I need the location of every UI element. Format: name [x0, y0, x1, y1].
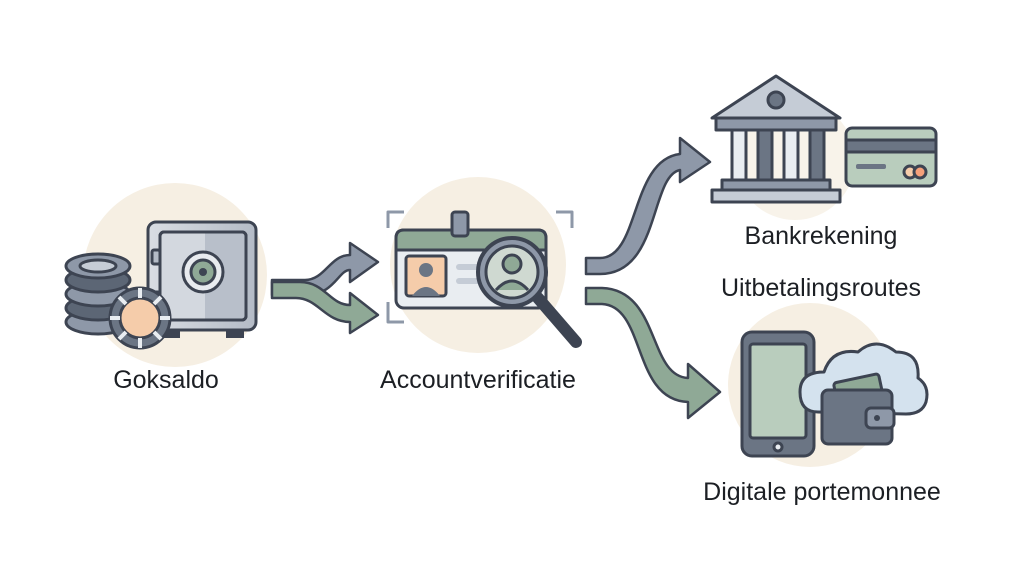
arrow-to-bank: [584, 136, 712, 276]
label-wallet: Digitale portemonnee: [703, 478, 941, 506]
branch-arrows: [584, 136, 722, 420]
label-routes: Uitbetalingsroutes: [721, 274, 921, 302]
label-bank: Bankrekening: [745, 222, 898, 250]
split-arrows: [270, 241, 380, 335]
label-verification: Accountverificatie: [380, 366, 576, 394]
phone-wallet-cloud-icon: [740, 330, 929, 458]
arrow-lower: [270, 280, 380, 335]
id-card-magnifier-icon: [386, 210, 582, 348]
safe-with-chips-icon: [64, 220, 258, 350]
bank-building-icon: [710, 74, 842, 204]
credit-card-icon: [844, 126, 938, 188]
arrow-to-wallet: [584, 286, 722, 420]
label-balance: Goksaldo: [113, 366, 219, 394]
